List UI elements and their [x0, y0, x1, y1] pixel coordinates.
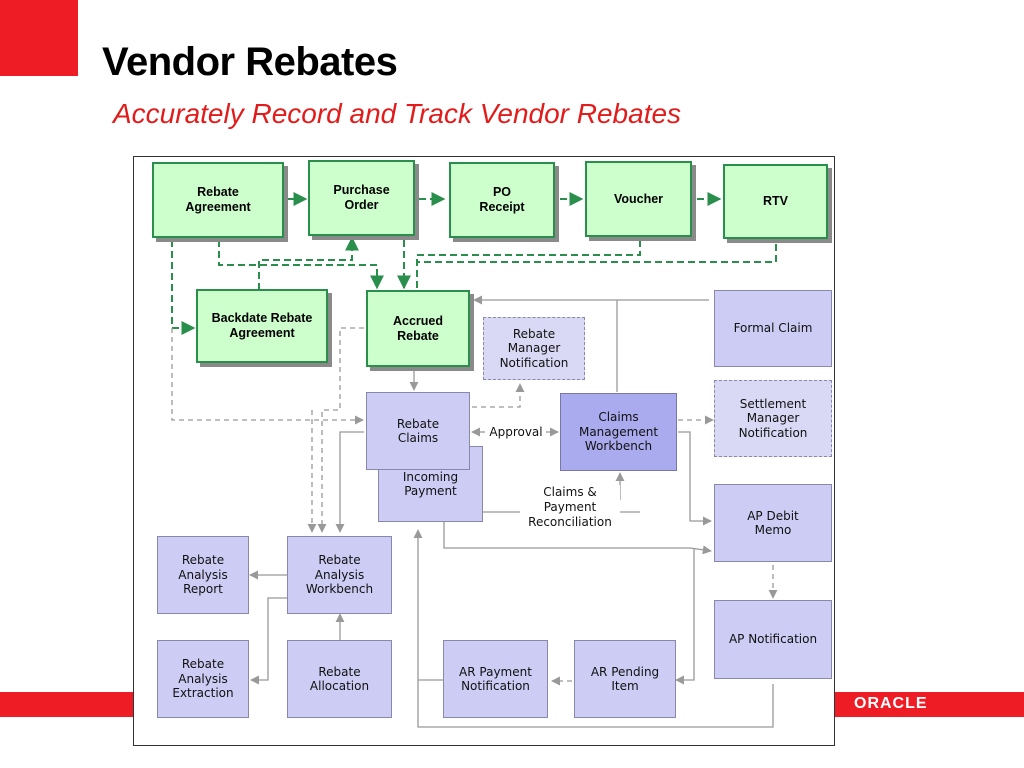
- node-ar-payment-notification[interactable]: AR Payment Notification: [443, 640, 548, 718]
- oracle-logo: ORACLE: [854, 695, 928, 712]
- node-rebate-analysis-extraction[interactable]: Rebate Analysis Extraction: [157, 640, 249, 718]
- node-rebate-manager-notification[interactable]: Rebate Manager Notification: [483, 317, 585, 380]
- label-approval: Approval: [486, 425, 546, 440]
- slide-subtitle: Accurately Record and Track Vendor Rebat…: [113, 98, 682, 129]
- node-rebate-allocation[interactable]: Rebate Allocation: [287, 640, 392, 718]
- node-rebate-analysis-report[interactable]: Rebate Analysis Report: [157, 536, 249, 614]
- node-rebate-claims[interactable]: Rebate Claims: [366, 392, 470, 470]
- node-rebate-analysis-workbench[interactable]: Rebate Analysis Workbench: [287, 536, 392, 614]
- node-rtv[interactable]: RTV: [723, 164, 828, 239]
- gray-solid-lines: [249, 295, 774, 728]
- node-backdate-rebate-agreement[interactable]: Backdate Rebate Agreement: [196, 289, 328, 363]
- node-purchase-order[interactable]: Purchase Order: [308, 160, 415, 236]
- node-po-receipt[interactable]: PO Receipt: [449, 162, 555, 238]
- node-accrued-rebate[interactable]: Accrued Rebate: [366, 290, 470, 367]
- node-formal-claim[interactable]: Formal Claim: [714, 290, 832, 367]
- node-voucher[interactable]: Voucher: [585, 161, 692, 237]
- node-rebate-agreement[interactable]: Rebate Agreement: [152, 162, 284, 238]
- node-ap-debit-memo[interactable]: AP Debit Memo: [714, 484, 832, 562]
- label-claims-payment-reconciliation: Claims & Payment Reconciliation: [520, 485, 620, 530]
- red-accent-square: [0, 0, 78, 76]
- node-ap-notification[interactable]: AP Notification: [714, 600, 832, 679]
- node-claims-management-workbench[interactable]: Claims Management Workbench: [560, 393, 677, 471]
- node-ar-pending-item[interactable]: AR Pending Item: [574, 640, 676, 718]
- slide-title: Vendor Rebates: [102, 40, 398, 84]
- node-settlement-manager-notification[interactable]: Settlement Manager Notification: [714, 380, 832, 457]
- gray-dashed-lines: [171, 327, 778, 686]
